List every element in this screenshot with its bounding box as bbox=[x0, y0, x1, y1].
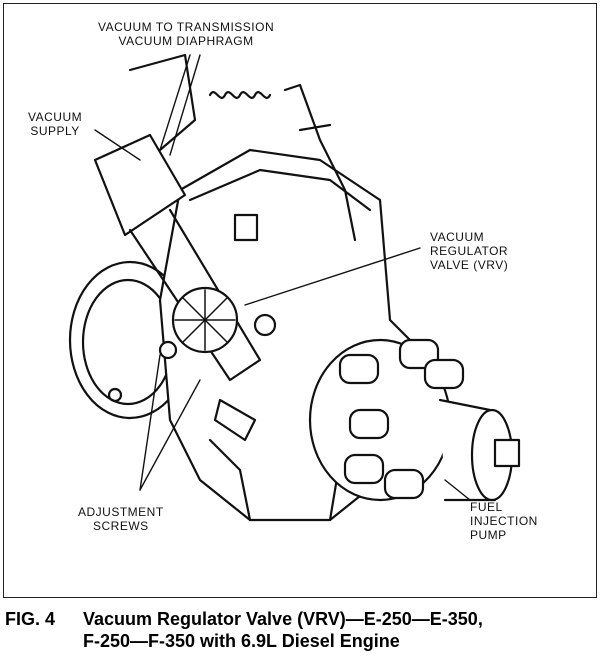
label-line: REGULATOR bbox=[430, 244, 509, 258]
throttle-lever-and-spring bbox=[128, 53, 357, 442]
label-line: ADJUSTMENT bbox=[78, 505, 164, 519]
distributor-head bbox=[308, 338, 465, 502]
label-fuel-injection-pump: FUEL INJECTION PUMP bbox=[470, 500, 538, 542]
label-vrv: VACUUM REGULATOR VALVE (VRV) bbox=[430, 230, 508, 272]
label-line: SCREWS bbox=[93, 519, 149, 533]
label-line: VACUUM bbox=[28, 110, 83, 124]
pump-drive-nose bbox=[438, 398, 521, 502]
label-line: VACUUM TO TRANSMISSION bbox=[98, 20, 275, 34]
label-line: VACUUM DIAPHRAGM bbox=[118, 34, 254, 48]
label-line: INJECTION bbox=[470, 514, 538, 528]
fuel-injection-pump-illustration bbox=[68, 53, 521, 522]
figure-caption: FIG. 4 Vacuum Regulator Valve (VRV)—E-250… bbox=[5, 608, 595, 652]
label-vacuum-supply: VACUUM SUPPLY bbox=[28, 110, 82, 138]
label-line: VACUUM bbox=[430, 230, 485, 244]
figure-number: FIG. 4 bbox=[5, 609, 56, 629]
caption-line-2: F-250—F-350 with 6.9L Diesel Engine bbox=[83, 631, 400, 651]
label-line: FUEL bbox=[470, 500, 503, 514]
label-adjustment-screws: ADJUSTMENT SCREWS bbox=[78, 505, 164, 533]
caption-line-1: Vacuum Regulator Valve (VRV)—E-250—E-350… bbox=[83, 609, 483, 629]
vrv-body bbox=[93, 133, 277, 382]
label-vacuum-to-transmission: VACUUM TO TRANSMISSION VACUUM DIAPHRAGM bbox=[98, 20, 274, 48]
label-line: PUMP bbox=[470, 528, 507, 542]
figure-frame bbox=[3, 3, 597, 598]
leader-lines bbox=[94, 54, 471, 501]
label-line: VALVE (VRV) bbox=[430, 258, 509, 272]
label-line: SUPPLY bbox=[30, 124, 80, 138]
